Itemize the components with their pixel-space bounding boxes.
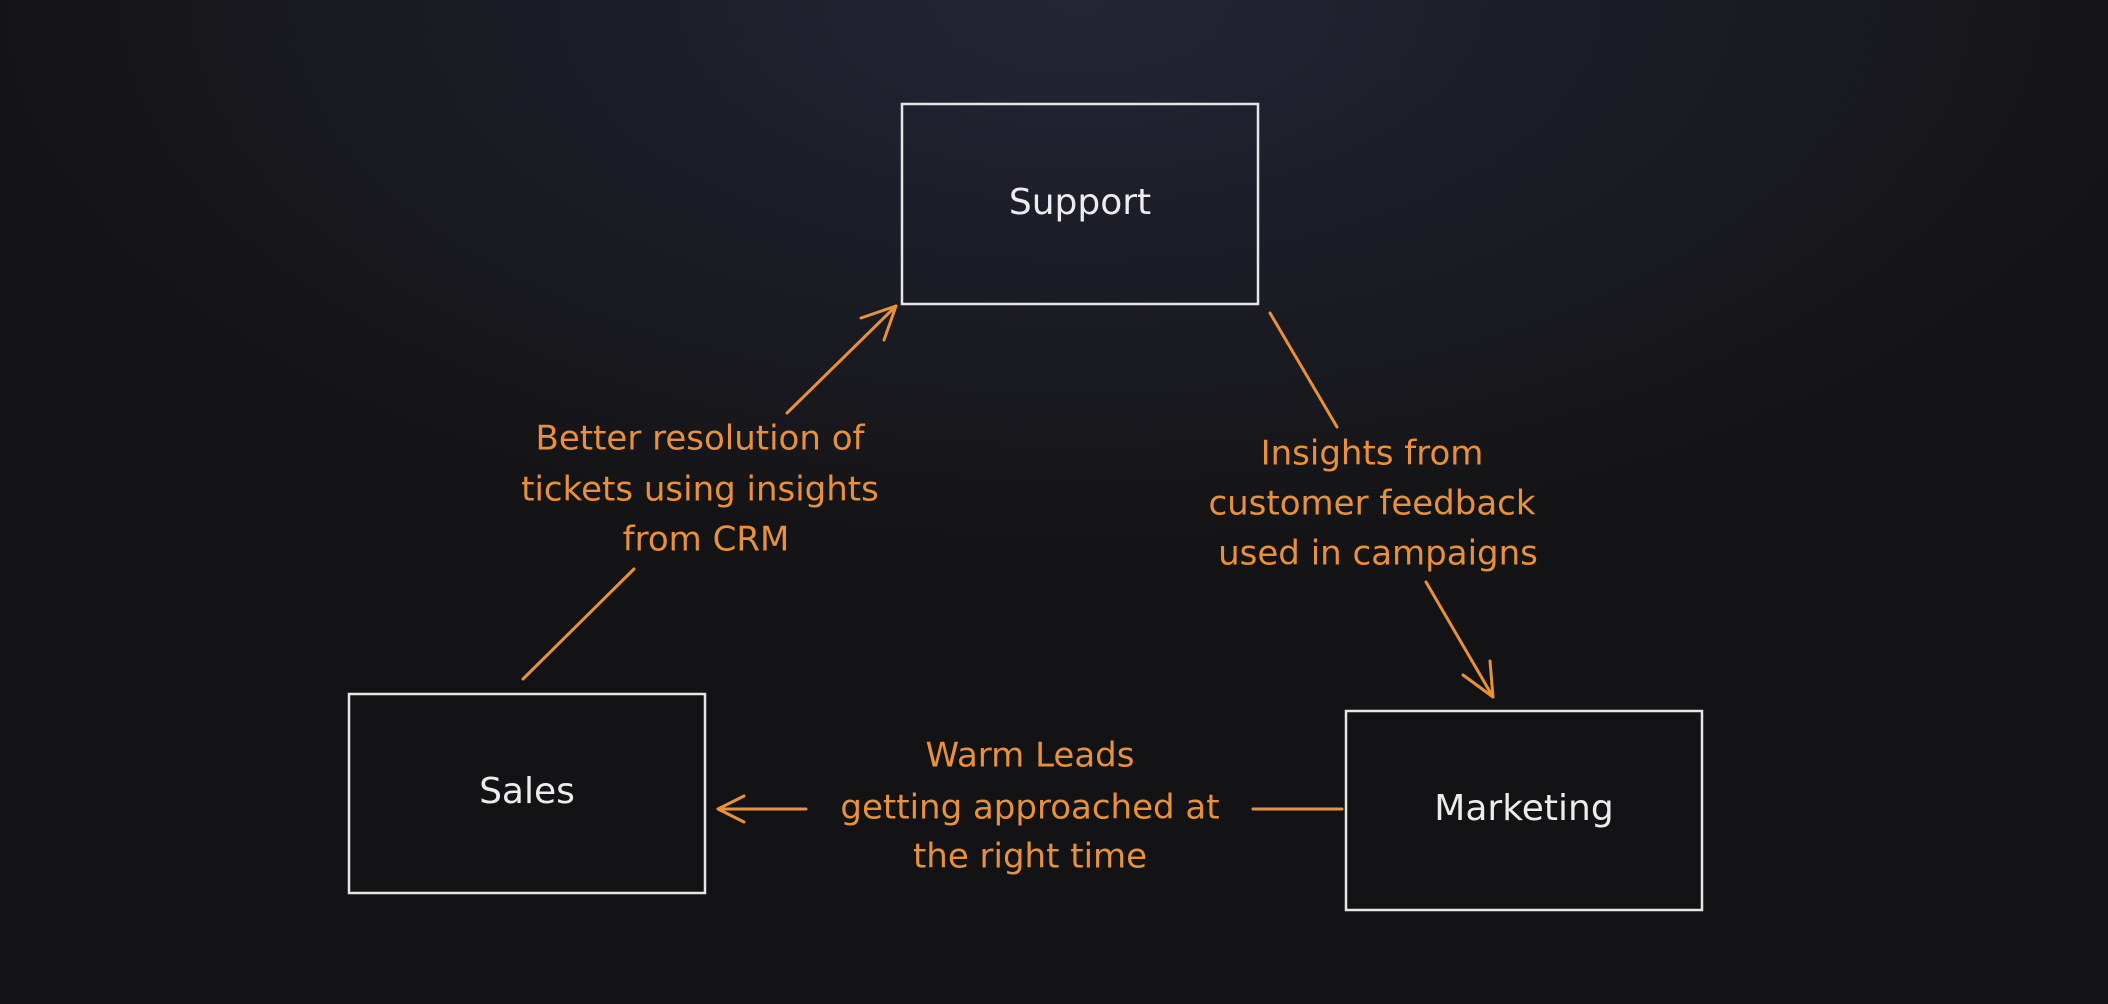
edge-label-line: Better resolution of: [536, 419, 866, 459]
edge-support-to-marketing[interactable]: Insights from customer feedback used in …: [1208, 311, 1538, 699]
edge-label-line: the right time: [913, 837, 1147, 877]
edge-label-line: from CRM: [623, 520, 790, 560]
node-support-box[interactable]: [900, 102, 1260, 306]
edge-label-line: tickets using insights: [521, 470, 879, 510]
edge-sales-to-support[interactable]: Better resolution of tickets using insig…: [521, 304, 898, 681]
edge-label-line: used in campaigns: [1218, 534, 1538, 574]
node-support-label: Support: [1009, 182, 1151, 223]
arrowhead-icon: [1461, 659, 1495, 699]
node-marketing-label: Marketing: [1434, 788, 1613, 829]
edge-support-marketing-segment-lower[interactable]: [1424, 580, 1495, 699]
edge-label-line: getting approached at: [840, 788, 1219, 828]
node-support[interactable]: Support: [900, 102, 1260, 306]
edge-support-marketing-segment-upper[interactable]: [1268, 311, 1339, 429]
edge-label-line: Insights from: [1261, 434, 1484, 474]
edge-sales-support-segment-upper[interactable]: [785, 304, 898, 415]
edge-marketing-to-sales[interactable]: Warm Leads getting approached at the rig…: [716, 736, 1344, 877]
edge-label-line: customer feedback: [1208, 484, 1535, 524]
node-sales[interactable]: Sales: [347, 692, 707, 895]
edge-label-line: Warm Leads: [926, 736, 1135, 776]
node-marketing[interactable]: Marketing: [1344, 709, 1704, 912]
node-sales-box[interactable]: [347, 692, 707, 895]
arrowhead-icon: [859, 304, 898, 342]
node-marketing-box[interactable]: [1344, 709, 1704, 912]
node-sales-label: Sales: [479, 771, 575, 812]
arrowhead-icon: [716, 794, 746, 824]
edge-sales-support-segment-lower[interactable]: [521, 567, 636, 681]
